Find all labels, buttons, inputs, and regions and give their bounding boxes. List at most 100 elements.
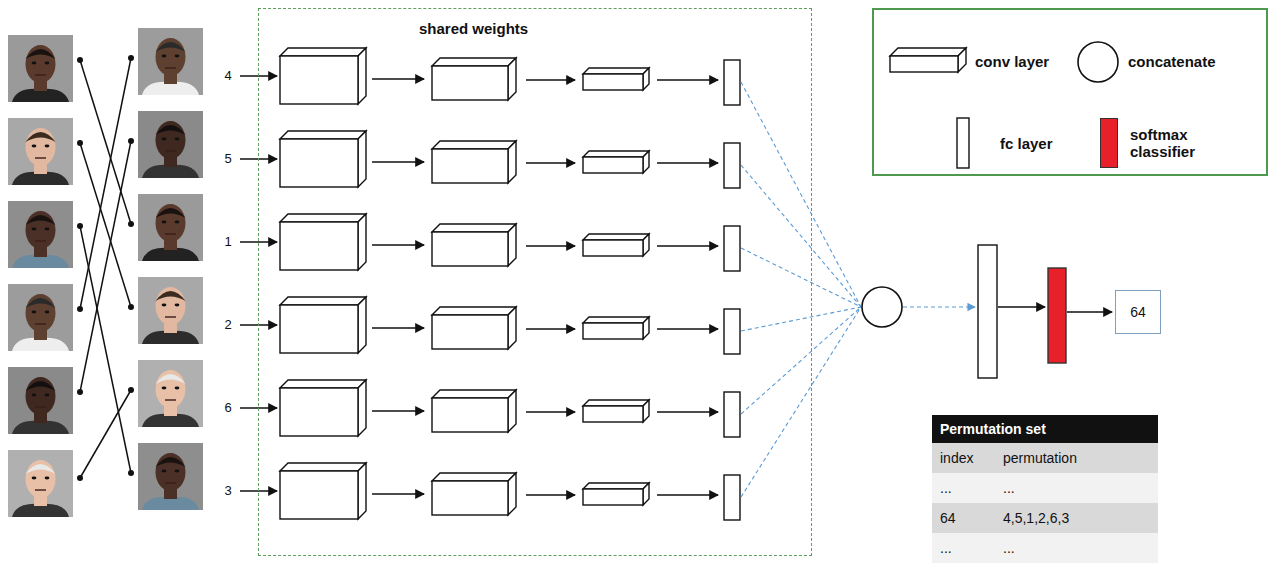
row-number: 1 [224,235,231,250]
row-number: 2 [224,318,231,333]
shared-region: shared weights [258,8,812,556]
output-label: 64 [1130,304,1146,320]
face-photo [138,194,203,261]
table-cell: 4,5,1,2,6,3 [1003,510,1069,526]
dashed-link [741,248,861,307]
table-row [932,503,1158,533]
dot [128,470,134,476]
arrow [372,410,424,411]
legend-text: conv layer [975,53,1049,70]
output-box: 64 [1115,290,1161,334]
softmax-layer [1048,268,1066,363]
arrow [998,306,1045,307]
row-number: 3 [224,484,231,499]
legend-concat-icon [1078,42,1118,82]
fc-layer [724,392,740,437]
conv-layer [432,473,516,515]
face-photo [8,35,73,102]
face-photo [138,360,203,427]
face-photo [138,28,203,95]
dot [77,389,83,395]
table-row [932,443,1158,473]
face-photo [138,443,203,510]
legend-text: concatenate [1128,53,1216,70]
arrow [526,494,575,495]
legend-fc-icon [957,118,969,168]
legend-swatch [1100,118,1118,168]
table-cell: ... [1003,480,1015,496]
face-photo [8,450,73,517]
face-photo [8,367,73,434]
arrow [657,79,718,80]
table-cell: ... [1003,540,1015,556]
dashed-link [741,307,861,497]
shuffle-line [80,141,131,392]
dot [128,138,134,144]
fc-layer [724,309,740,354]
arrow [372,161,424,162]
arrow [526,411,575,412]
conv-layer [280,380,366,436]
dot [128,221,134,227]
dot [77,140,83,146]
conv-layer [280,131,366,187]
row-number: 4 [224,69,231,84]
dot [77,57,83,63]
face-photo [138,111,203,178]
dashed-link [741,307,861,414]
arrow [657,245,718,246]
arrow [372,78,424,79]
dot [128,387,134,393]
conv-layer [583,68,649,90]
arrow [526,79,575,80]
table-cell: index [940,450,973,466]
face-photo [8,284,73,351]
conv-layer [583,400,649,422]
dashed-arrow [903,306,975,307]
arrow [657,494,718,495]
table-header [932,415,1158,443]
dashed-link [741,307,861,331]
table-cell: ... [940,540,952,556]
face-photo [138,277,203,344]
face-photo [8,201,73,268]
conv-layer [280,48,366,104]
face-photo [8,118,73,185]
conv-layer [280,297,366,353]
arrow [657,162,718,163]
conv-layer [432,307,516,349]
table-header: Permutation set [940,421,1046,437]
conv-layer [432,58,516,100]
shuffle-line [80,390,131,478]
fc-layer [978,245,997,378]
conv-layer [280,463,366,519]
conv-layer [432,390,516,432]
conv-layer [583,483,649,505]
shuffle-line [80,143,131,307]
conv-layer [432,141,516,183]
arrow [526,328,575,329]
arrow [372,493,424,494]
fc-layer [724,226,740,271]
arrow [1067,311,1112,312]
table-row [932,473,1158,503]
dot [128,304,134,310]
fc-layer [724,60,740,105]
arrow [657,328,718,329]
table-row [932,533,1158,563]
row-number: 5 [224,152,231,167]
fc-layer [724,143,740,188]
table-cell: permutation [1003,450,1077,466]
legend-text: softmax classifier [1130,126,1242,161]
conv-layer [280,214,366,270]
shuffle-line [80,58,131,309]
arrow [372,244,424,245]
concat-circle [862,287,902,327]
conv-layer [583,234,649,256]
conv-layer [583,317,649,339]
table-cell: 64 [940,510,956,526]
dashed-link [741,82,861,307]
legend-text: fc layer [1000,135,1053,152]
region-heading: shared weights [419,20,528,37]
